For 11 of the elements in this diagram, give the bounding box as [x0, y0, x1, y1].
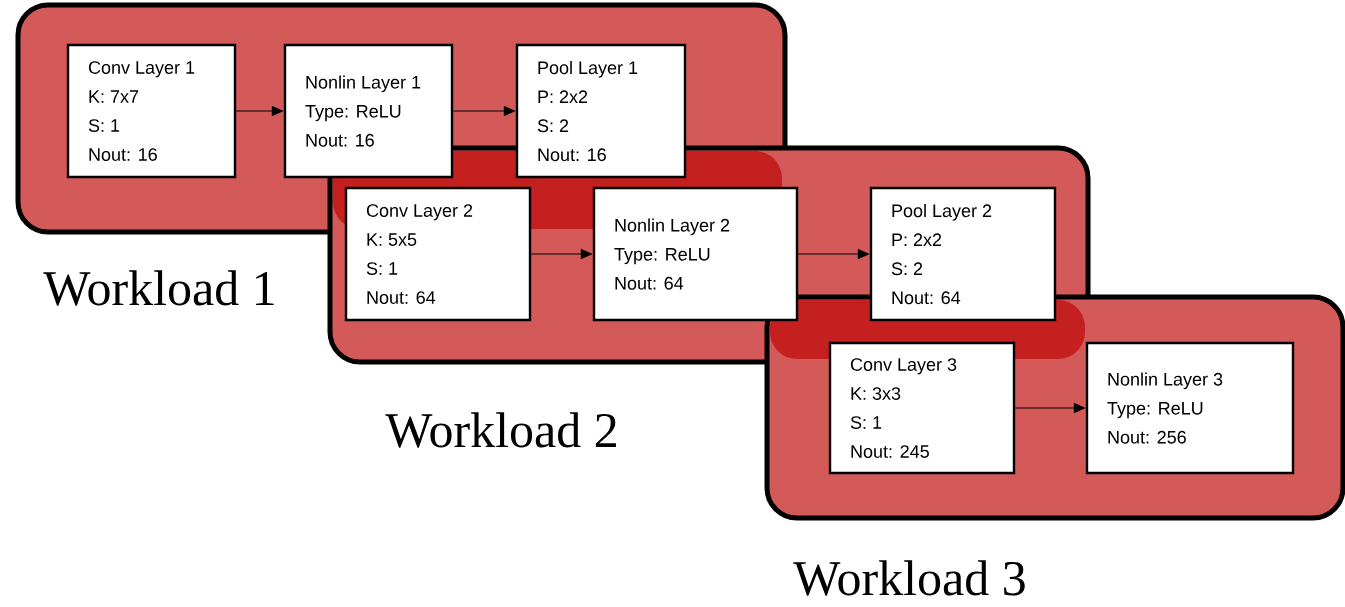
layer-box: Conv Layer 2 K: 5x5 S: 1 Nout: 64 [344, 186, 532, 322]
layer-box: Pool Layer 2 P: 2x2 S: 2 Nout: 64 [869, 186, 1057, 322]
layer-box: Nonlin Layer 3 Type: ReLU Nout: 256 [1085, 341, 1295, 475]
layer-box: Nonlin Layer 1 Type: ReLU Nout: 16 [283, 43, 454, 179]
layer-box: Nonlin Layer 2 Type: ReLU Nout: 64 [592, 186, 799, 322]
layer-box: Conv Layer 3 K: 3x3 S: 1 Nout: 245 [828, 341, 1016, 475]
workload-heading: Workload 2 [385, 412, 616, 448]
layer-box: Conv Layer 1 K: 7x7 S: 1 Nout: 16 [66, 43, 237, 179]
layer-box: Pool Layer 1 P: 2x2 S: 2 Nout: 16 [515, 43, 687, 179]
workload-heading: Workload 3 [793, 560, 1025, 596]
workload-heading: Workload 1 [43, 270, 274, 306]
